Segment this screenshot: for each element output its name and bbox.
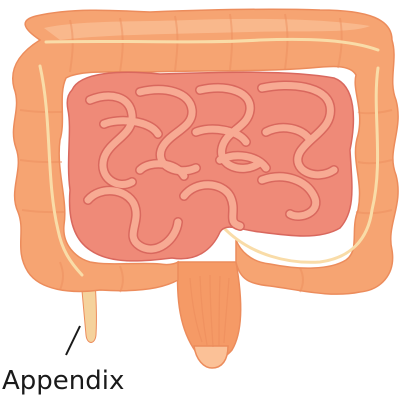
appendix-pointer xyxy=(66,326,80,355)
rectum xyxy=(178,262,241,368)
appendix-label: Appendix xyxy=(2,366,124,396)
small-intestine xyxy=(67,72,353,261)
